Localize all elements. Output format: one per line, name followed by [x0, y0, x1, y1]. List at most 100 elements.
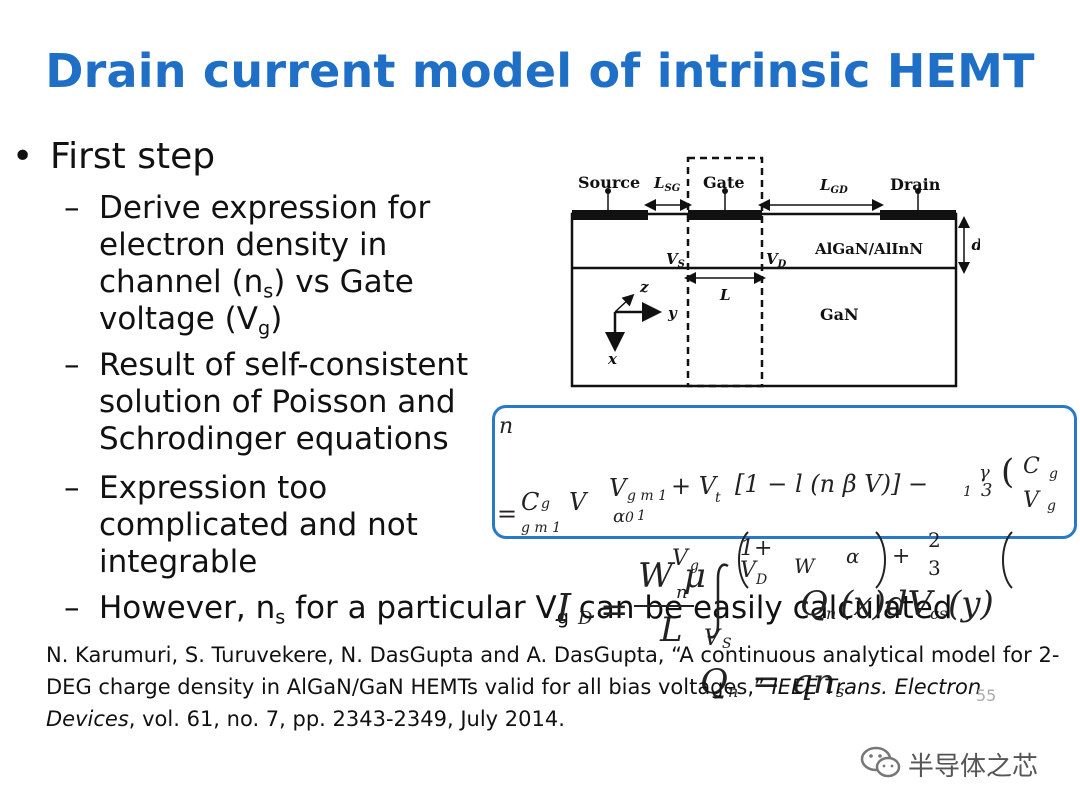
eq-fragment: n — [728, 682, 739, 701]
gate-electrode — [688, 210, 762, 220]
ns-equation-box: n = C g V g m 1 V g m 1 + V t [1 − l (n … — [492, 405, 1077, 539]
gate-label: Gate — [703, 173, 745, 192]
source-label: Source — [578, 173, 640, 192]
sub-bullet-line: Derive expression for — [99, 190, 431, 226]
eq-fragment: + — [892, 544, 911, 569]
eq-fragment: S — [722, 636, 732, 652]
device-body — [570, 212, 958, 388]
eq-fragment: g — [541, 496, 550, 512]
eq-fragment: 2 — [928, 528, 941, 552]
sub-bullet-line: Result of self-consistent — [99, 347, 469, 383]
sub-bullet-line: integrable — [99, 544, 258, 580]
source-electrode — [572, 210, 648, 220]
lgd-label: LGD — [819, 176, 848, 196]
gate-pin-head — [722, 188, 728, 194]
source-pin-head — [605, 188, 611, 194]
eq-fragment: 0 — [625, 510, 634, 526]
gate-region-dashed — [686, 156, 764, 388]
eq-fragment: 1+ — [740, 536, 773, 561]
eq-fragment: = — [497, 500, 518, 528]
eq-fragment: V — [609, 474, 627, 502]
text-fragment: channel (n — [99, 264, 264, 300]
text-fragment: However, n — [99, 590, 276, 626]
eq-fragment: n — [499, 414, 514, 439]
integral-sign — [707, 563, 729, 639]
subscript: g — [556, 605, 569, 629]
eq-fragment: n — [676, 582, 688, 603]
eq-fragment: V — [1023, 488, 1039, 513]
eq-fragment: cs — [930, 604, 948, 623]
eq-fragment: L — [660, 610, 683, 650]
eq-fragment: W — [794, 554, 815, 578]
eq-fragment: Q — [700, 662, 728, 702]
sub-bullet-result: – Result of self-consistent solution of … — [64, 347, 504, 458]
eq-fragment: (x)dV — [840, 584, 933, 624]
eq-fragment: g — [1047, 498, 1056, 514]
barrier-label: AlGaN/AlInN — [814, 240, 923, 258]
text-fragment: can be easily calculated — [568, 590, 953, 626]
reference-citation: N. Karumuri, S. Turuvekere, N. DasGupta … — [46, 639, 1066, 735]
axis-z-label: z — [639, 278, 649, 296]
vd-label: VD — [766, 250, 787, 270]
sub-bullet-derive: – Derive expression for electron density… — [64, 190, 524, 338]
bullet-text: First step — [50, 136, 216, 177]
eq-fragment: 3 — [981, 480, 993, 501]
eq-fragment: D — [756, 572, 768, 588]
text-fragment: ) vs Gate — [273, 264, 414, 300]
drain-pin-head — [915, 188, 921, 194]
lsg-label: LSG — [653, 174, 681, 194]
eq-fragment: α — [846, 544, 860, 568]
sub-bullet-line: Expression too — [99, 470, 328, 506]
eq-fragment: [1 − l (n β V)] − — [735, 470, 929, 498]
eq-fragment: C — [1023, 454, 1040, 479]
eq-fragment: g — [1049, 466, 1058, 482]
big-bracket-left-2 — [1002, 531, 1013, 589]
eq-fragment: g m 1 — [521, 520, 562, 536]
channel-label: GaN — [820, 305, 859, 324]
eq-fragment: t — [715, 490, 721, 506]
bullet-marker: • — [12, 136, 34, 177]
eq-fragment: 1 — [637, 508, 646, 524]
watermark-text: 半导体之芯 — [908, 752, 1039, 782]
big-bracket-left — [738, 531, 749, 589]
text-fragment: voltage (V — [99, 301, 258, 337]
reference-journal: IEEE Trans. Electron Devices — [46, 675, 982, 731]
subscript: s — [275, 605, 286, 629]
page-number: 55 — [976, 686, 997, 705]
sub-bullet-line: Schrodinger equations — [99, 421, 449, 457]
axis-x-label: x — [607, 350, 618, 368]
slide-title: Drain current model of intrinsic HEMT — [45, 44, 1035, 98]
eq-fragment: ( — [1001, 452, 1015, 492]
eq-fragment: γ — [979, 462, 990, 483]
dash-marker: – — [64, 590, 80, 626]
eq-fragment: V — [740, 558, 756, 583]
big-bracket-right — [875, 531, 886, 589]
dash-marker: – — [64, 347, 80, 383]
sub-bullet-line: electron density in — [99, 227, 388, 263]
sub-bullet-line: complicated and not — [99, 507, 418, 543]
l-label: L — [719, 286, 731, 304]
subscript: s — [263, 279, 274, 303]
eq-fragment: s — [836, 682, 845, 701]
eq-fragment: W μ — [638, 556, 706, 596]
sub-bullet-line: solution of Poisson and — [99, 384, 456, 420]
subscript: g — [257, 316, 271, 340]
reference-authors: N. Karumuri, S. Turuvekere, N. DasGupta … — [46, 643, 1060, 699]
drain-electrode — [880, 210, 956, 220]
eq-fragment: g m 1 — [627, 488, 668, 504]
axis-y-label: y — [667, 304, 678, 322]
sub-bullet-line: However, ns for a particular Vg can be e… — [99, 590, 1064, 627]
eq-fragment: = — [600, 590, 629, 630]
eq-fragment: V — [672, 546, 688, 571]
eq-fragment: + V — [671, 472, 717, 500]
eq-fragment: g — [690, 558, 699, 574]
eq-fragment: (y) — [948, 584, 994, 624]
sub-bullet-line: channel (ns) vs Gate — [99, 264, 524, 301]
dash-marker: – — [64, 470, 80, 506]
eq-fragment: α — [613, 506, 626, 527]
eq-fragment: Q — [800, 584, 828, 624]
d-label: d — [972, 236, 981, 254]
axis-z-line — [614, 293, 635, 313]
eq-fragment: = qn — [752, 662, 835, 702]
